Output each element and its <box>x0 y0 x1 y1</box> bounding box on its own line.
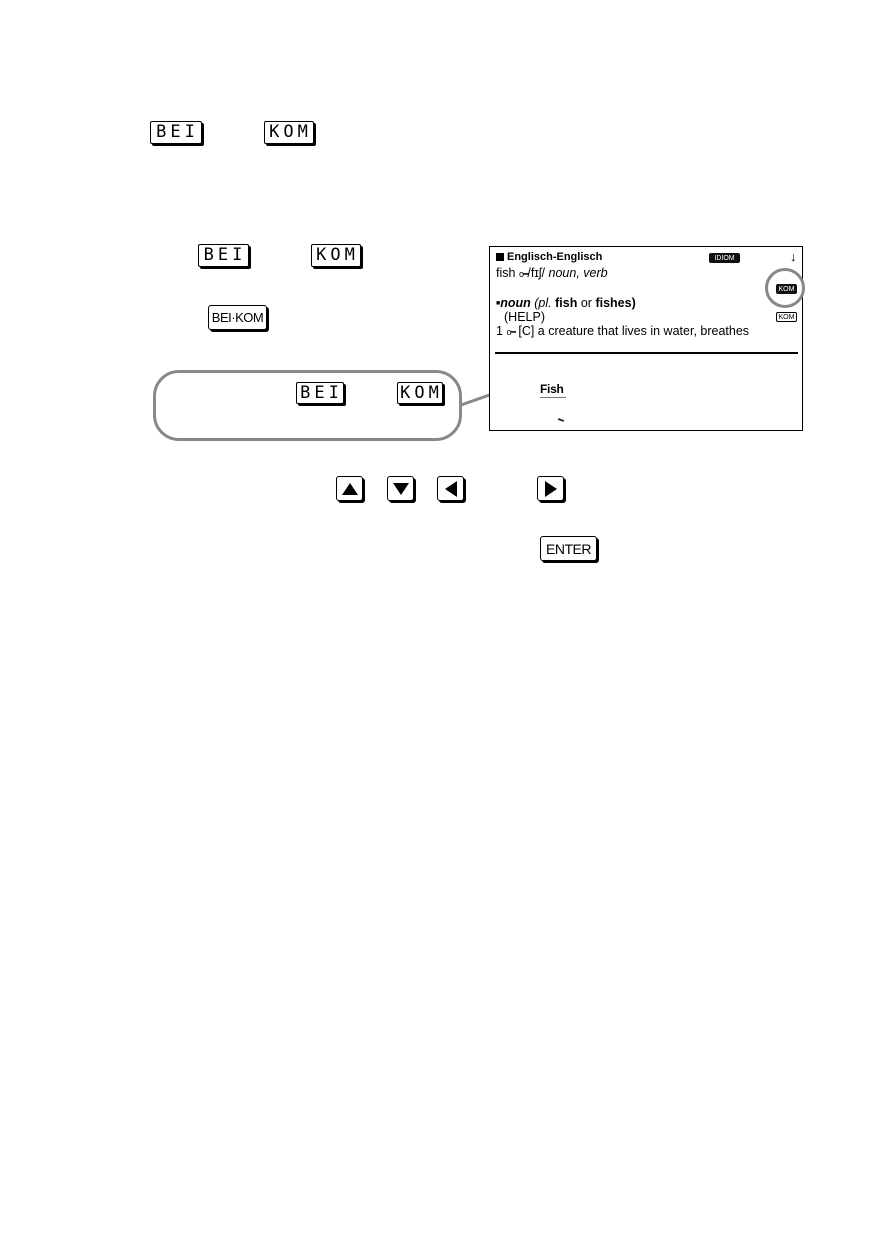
screen-header: Englisch-Englisch <box>496 251 602 263</box>
right-arrow-icon <box>544 480 557 497</box>
part-of-speech: noun, verb <box>548 266 608 280</box>
sense-plural-a: fish <box>555 296 578 310</box>
bei-key-display-step: BEI <box>198 244 249 267</box>
sense-or: or <box>580 296 592 310</box>
sub-window-logo-text: Fish <box>540 382 564 396</box>
dictionary-screen: Englisch-Englisch IDIOM ↓ fish o━/fɪʃ/ n… <box>489 246 803 431</box>
key-symbol-icon: o━ <box>518 269 528 279</box>
bei-kom-toggle-key[interactable]: BEI·KOM <box>208 305 267 330</box>
idiom-tag: IDIOM <box>709 253 740 263</box>
sense-pos: noun <box>500 296 531 310</box>
sub-window-logo-underline <box>540 397 566 398</box>
bei-key-display-top: BEI <box>150 121 202 144</box>
header-square-icon <box>496 253 504 261</box>
definition-number: 1 <box>496 324 503 338</box>
definition-key-icon: o━ <box>506 327 515 337</box>
left-arrow-icon <box>444 480 457 497</box>
kom-highlight-circle <box>765 268 805 308</box>
headword-line: fish o━/fɪʃ/ noun, verb <box>496 266 608 280</box>
help-line: (HELP) <box>504 310 545 324</box>
sense-plural-label: (pl. <box>534 296 552 310</box>
kom-tag[interactable]: KOM <box>776 312 797 322</box>
screen-divider <box>495 352 798 354</box>
left-arrow-key[interactable] <box>437 476 464 501</box>
scroll-down-arrow-icon[interactable]: ↓ <box>790 249 797 264</box>
screen-header-title: Englisch-Englisch <box>507 251 603 263</box>
pronunciation: /fɪʃ/ <box>527 266 546 280</box>
down-arrow-icon <box>392 482 409 495</box>
callout-bubble <box>153 370 462 441</box>
kom-key-display-callout: KOM <box>397 382 443 404</box>
up-arrow-key[interactable] <box>336 476 363 501</box>
headword: fish <box>496 266 516 280</box>
sub-window-logo: Fish <box>540 382 566 398</box>
sense-bullet: ■ <box>496 300 501 307</box>
enter-key[interactable]: ENTER <box>540 536 597 561</box>
kom-key-display-step: KOM <box>311 244 361 267</box>
up-arrow-icon <box>341 482 358 495</box>
sense-plural-b: fishes) <box>595 296 636 310</box>
bei-key-display-callout: BEI <box>296 382 344 404</box>
kom-key-display-top: KOM <box>264 121 314 144</box>
sense-line: ■noun (pl. fish or fishes) <box>496 296 636 310</box>
down-arrow-key[interactable] <box>387 476 414 501</box>
definition-text: [C] a creature that lives in water, brea… <box>518 324 750 338</box>
definition-line: 1 o━ [C] a creature that lives in water,… <box>496 324 749 338</box>
right-arrow-key[interactable] <box>537 476 564 501</box>
sub-window-mark <box>557 418 565 422</box>
